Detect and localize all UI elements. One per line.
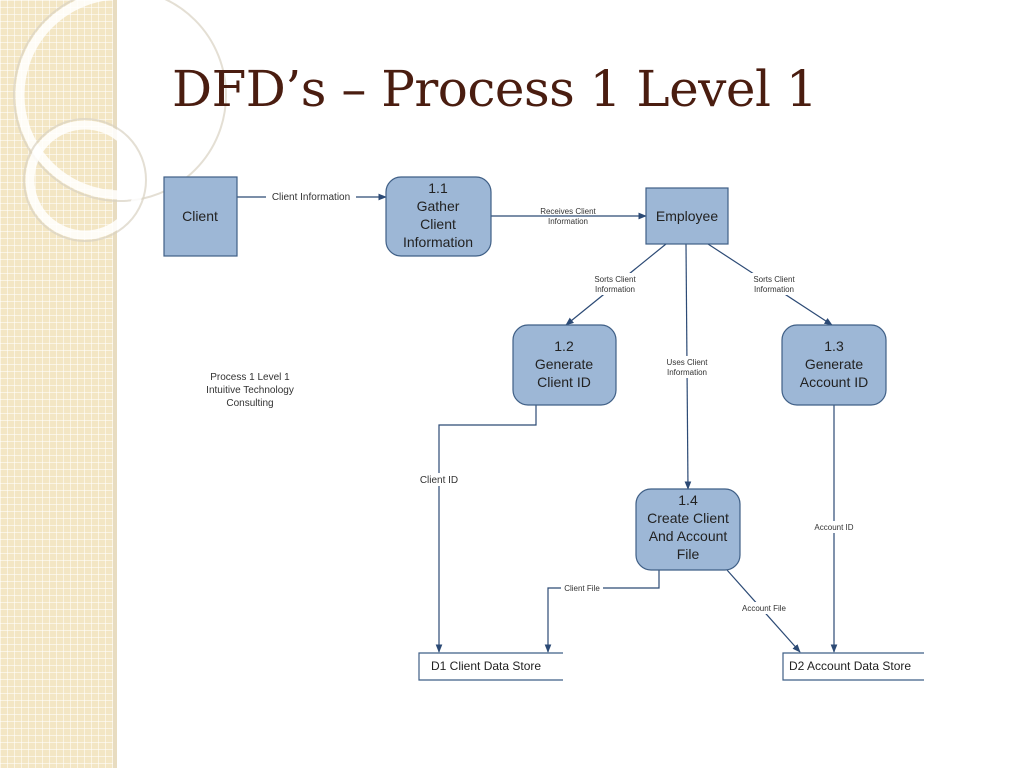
- flow-label-receives-client-information-1: Receives Client: [540, 207, 596, 216]
- flow-label-sorts-right-2: Information: [754, 285, 794, 294]
- entity-client: Client: [163, 176, 238, 257]
- diagram-note: Process 1 Level 1 Intuitive Technology C…: [206, 372, 294, 409]
- side-band-edge: [113, 0, 117, 768]
- flow-label-client-id: Client ID: [420, 475, 458, 486]
- process-1-4-line-1: 1.4: [678, 492, 698, 508]
- process-1-3-line-2: Generate: [805, 356, 864, 372]
- flow-label-client-file: Client File: [564, 584, 600, 593]
- process-1-3-line-3: Account ID: [800, 374, 868, 390]
- process-1-4-line-4: File: [677, 546, 700, 562]
- process-1-1-line-1: 1.1: [428, 180, 448, 196]
- process-1-1: 1.1 Gather Client Information: [385, 176, 492, 257]
- flow-label-sorts-right-1: Sorts Client: [753, 275, 795, 284]
- flow-label-sorts-left-1: Sorts Client: [594, 275, 636, 284]
- diagram-note-line-1: Process 1 Level 1: [210, 372, 290, 383]
- flow-lines: [237, 193, 838, 653]
- process-1-2-line-2: Generate: [535, 356, 594, 372]
- entity-client-label: Client: [182, 208, 218, 224]
- diagram-note-line-2: Intuitive Technology: [206, 385, 294, 396]
- entity-employee-label: Employee: [656, 208, 718, 224]
- data-store-d2-label: D2 Account Data Store: [789, 659, 911, 673]
- process-1-1-line-3: Client: [420, 216, 456, 232]
- process-1-3: 1.3 Generate Account ID: [781, 324, 887, 406]
- flow-1-2-to-d1: [435, 405, 537, 653]
- decorative-ring-large: [15, 0, 225, 200]
- flow-1-4-to-d1: [544, 570, 660, 653]
- decorative-ring-small: [25, 120, 145, 240]
- data-store-d1: D1 Client Data Store: [418, 652, 563, 681]
- process-1-2: 1.2 Generate Client ID: [512, 324, 617, 406]
- decorative-ring-small-shadow: [23, 118, 147, 242]
- flow-labels: Client Information Receives Client Infor…: [266, 190, 858, 614]
- data-store-d1-label: D1 Client Data Store: [431, 659, 541, 673]
- process-1-4-line-2: Create Client: [647, 510, 729, 526]
- flow-label-client-information: Client Information: [272, 192, 350, 203]
- process-1-1-line-2: Gather: [417, 198, 460, 214]
- flow-label-receives-client-information-2: Information: [548, 217, 588, 226]
- process-1-2-line-3: Client ID: [537, 374, 591, 390]
- flow-label-account-id: Account ID: [814, 523, 853, 532]
- entity-employee: Employee: [645, 187, 729, 245]
- data-store-d2: D2 Account Data Store: [782, 652, 924, 681]
- flow-label-uses-client-information-2: Information: [667, 368, 707, 377]
- flow-label-account-file: Account File: [742, 604, 787, 613]
- flow-label-uses-client-information-1: Uses Client: [667, 358, 709, 367]
- process-1-4: 1.4 Create Client And Account File: [635, 488, 741, 571]
- slide-title: DFD’s – Process 1 Level 1: [172, 60, 818, 118]
- decorative-ring-large-shadow: [13, 0, 227, 202]
- process-1-2-line-1: 1.2: [554, 338, 574, 354]
- flow-label-sorts-left-2: Information: [595, 285, 635, 294]
- process-1-4-line-3: And Account: [649, 528, 728, 544]
- process-1-3-line-1: 1.3: [824, 338, 844, 354]
- diagram-note-line-3: Consulting: [226, 398, 273, 409]
- process-1-1-line-4: Information: [403, 234, 473, 250]
